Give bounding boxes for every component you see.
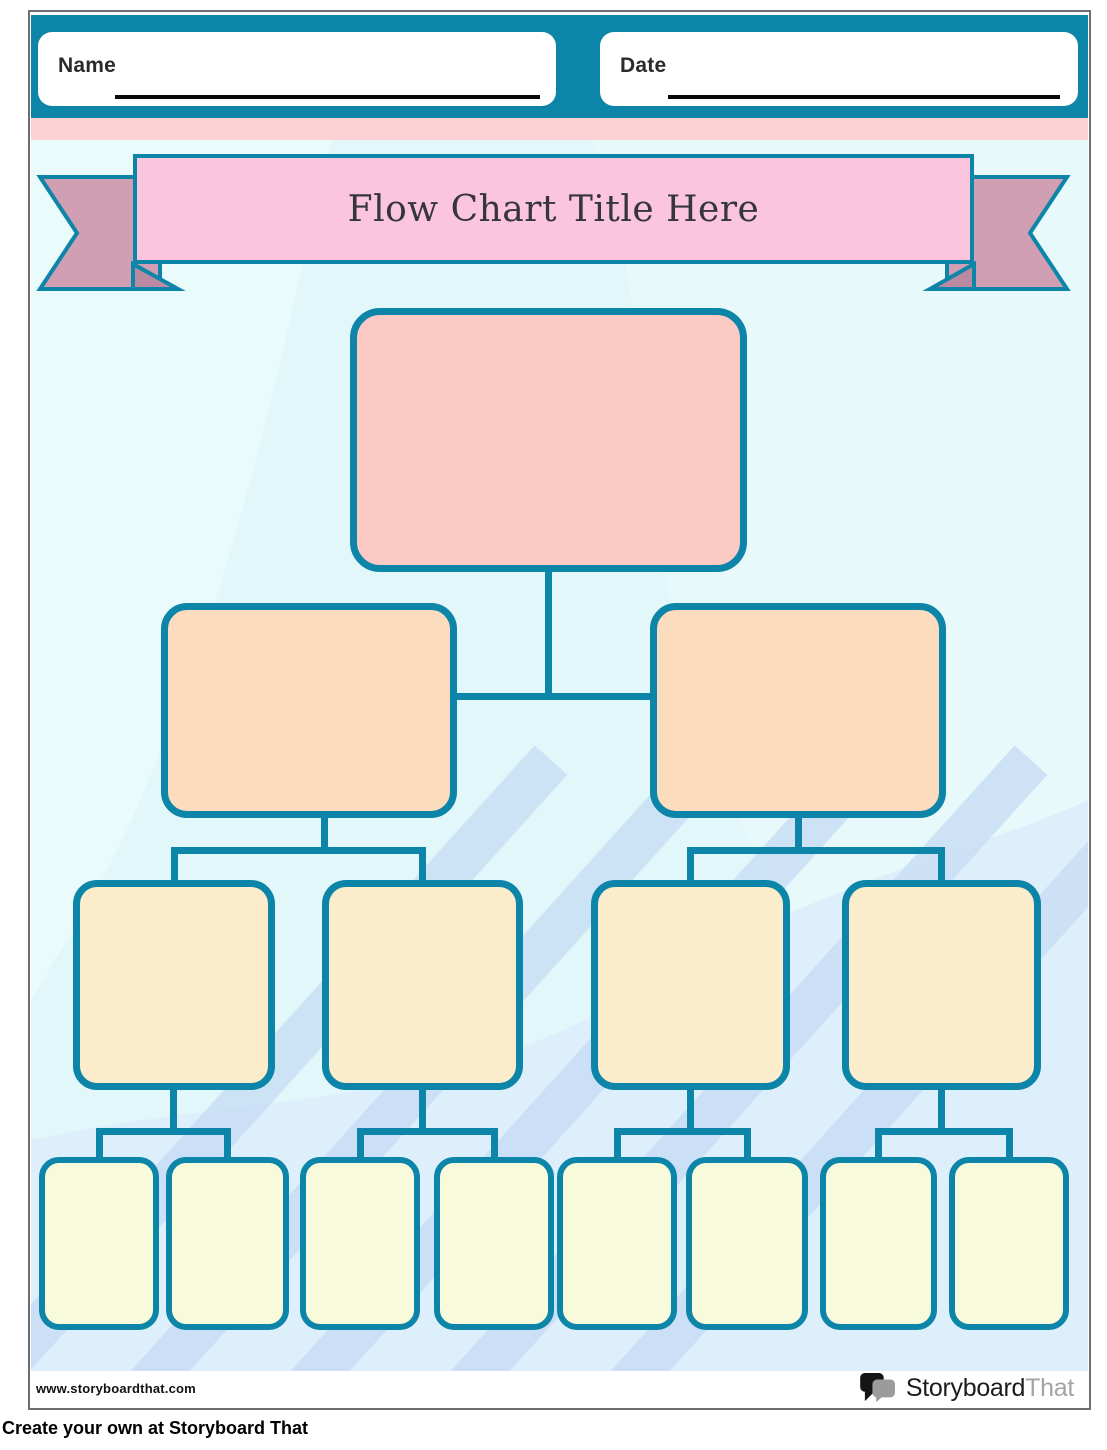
logo-part-storyboard: Storyboard: [905, 1373, 1026, 1402]
date-fill-in-line[interactable]: [668, 95, 1060, 99]
connector-g2-stub-right: [491, 1128, 498, 1160]
flow-node-l3-3[interactable]: [591, 880, 790, 1090]
connector-g1-stub-right: [224, 1128, 231, 1160]
flow-node-l2-2[interactable]: [650, 603, 946, 818]
logo-part-that: That: [1025, 1373, 1074, 1402]
flow-node-l4-3[interactable]: [300, 1157, 420, 1330]
flow-node-l3-2[interactable]: [322, 880, 523, 1090]
speech-bubbles-icon: [860, 1372, 895, 1403]
page-caption: Create your own at Storyboard That: [2, 1418, 309, 1438]
name-label: Name: [58, 54, 116, 77]
connector-g3-stub-right: [744, 1128, 751, 1160]
footer-bar: www.storyboardthat.com StoryboardThat: [31, 1371, 1088, 1405]
connector-l2b-feed: [795, 816, 802, 854]
ribbon-left-fold: [131, 260, 186, 291]
connector-g1-stub-left: [96, 1128, 103, 1160]
connector-g3-stub-left: [614, 1128, 621, 1160]
connector-l2b-bar: [687, 847, 945, 854]
flow-node-l4-6[interactable]: [686, 1157, 808, 1330]
flow-node-root[interactable]: [350, 308, 747, 572]
connector-l2b-stub-right: [938, 847, 945, 882]
flow-node-l4-4[interactable]: [434, 1157, 554, 1330]
flow-node-l4-5[interactable]: [557, 1157, 677, 1330]
website-url: www.storyboardthat.com: [36, 1380, 196, 1396]
logo-wordmark: StoryboardThat: [906, 1374, 1074, 1403]
date-label: Date: [620, 54, 667, 77]
flow-node-l3-4[interactable]: [842, 880, 1041, 1090]
flow-node-l4-7[interactable]: [820, 1157, 937, 1330]
ribbon-right-fold: [922, 260, 976, 291]
flow-chart-title[interactable]: Flow Chart Title Here: [347, 188, 760, 230]
connector-l2a-bar: [171, 847, 426, 854]
flow-node-l4-2[interactable]: [166, 1157, 289, 1330]
connector-l2a-feed: [321, 816, 328, 854]
connector-g4-stub-right: [1006, 1128, 1013, 1160]
connector-root-horizontal: [457, 693, 650, 700]
connector-g3-bar: [614, 1128, 751, 1135]
flow-node-l2-1[interactable]: [161, 603, 457, 818]
connector-g4-bar: [875, 1128, 1013, 1135]
date-field[interactable]: Date: [600, 32, 1078, 106]
flow-node-l4-8[interactable]: [949, 1157, 1069, 1330]
flowchart-canvas: Flow Chart Title Here: [31, 140, 1088, 1371]
connector-g3-feed: [687, 1088, 694, 1135]
title-banner[interactable]: Flow Chart Title Here: [133, 154, 974, 264]
pink-accent-strip: [31, 118, 1088, 140]
connector-g1-feed: [170, 1088, 177, 1135]
connector-g2-stub-left: [357, 1128, 364, 1160]
banner-ribbon: [36, 175, 1071, 291]
name-fill-in-line[interactable]: [115, 95, 540, 99]
connector-g1-bar: [96, 1128, 231, 1135]
header-bar: Name Date: [31, 15, 1088, 118]
connector-g2-feed: [419, 1088, 426, 1135]
connector-root-vertical: [545, 570, 552, 697]
flow-node-l4-1[interactable]: [39, 1157, 159, 1330]
flow-node-l3-1[interactable]: [73, 880, 275, 1090]
connector-l2b-stub-left: [687, 847, 694, 882]
storyboardthat-logo: StoryboardThat: [858, 1371, 1074, 1405]
connector-l2a-stub-left: [171, 847, 178, 882]
ribbon-right-tail: [945, 175, 1071, 291]
connector-g4-stub-left: [875, 1128, 882, 1160]
connector-l2a-stub-right: [419, 847, 426, 882]
connector-g2-bar: [357, 1128, 498, 1135]
connector-g4-feed: [938, 1088, 945, 1135]
name-field[interactable]: Name: [38, 32, 556, 106]
